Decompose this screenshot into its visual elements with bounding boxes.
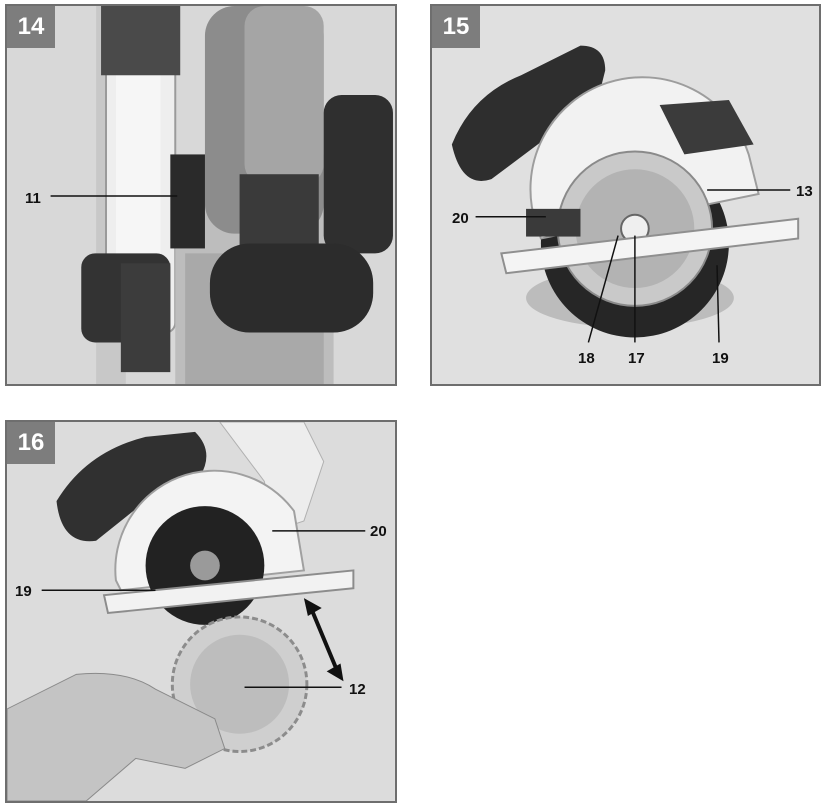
- callout-label: 17: [628, 351, 645, 367]
- callout-label: 20: [452, 211, 469, 227]
- callout-label: 20: [370, 524, 387, 540]
- saw-side-view-photo: [432, 6, 819, 384]
- callout-label: 19: [15, 584, 32, 600]
- figure-14: 14 11: [5, 4, 397, 386]
- callout-label: 11: [25, 191, 41, 207]
- figure-number: 14: [7, 6, 55, 48]
- figure-number: 16: [7, 422, 55, 464]
- figure-number: 15: [432, 6, 480, 48]
- callout-label: 18: [578, 351, 595, 367]
- blade-removal-photo: [7, 422, 395, 801]
- saw-top-view-photo: [7, 6, 395, 384]
- figure-15: 15 13 20 18 17 19: [430, 4, 821, 386]
- figure-16: 16 20 19 12: [5, 420, 397, 803]
- callout-label: 13: [796, 184, 813, 200]
- callout-label: 19: [712, 351, 729, 367]
- callout-label: 12: [349, 682, 366, 698]
